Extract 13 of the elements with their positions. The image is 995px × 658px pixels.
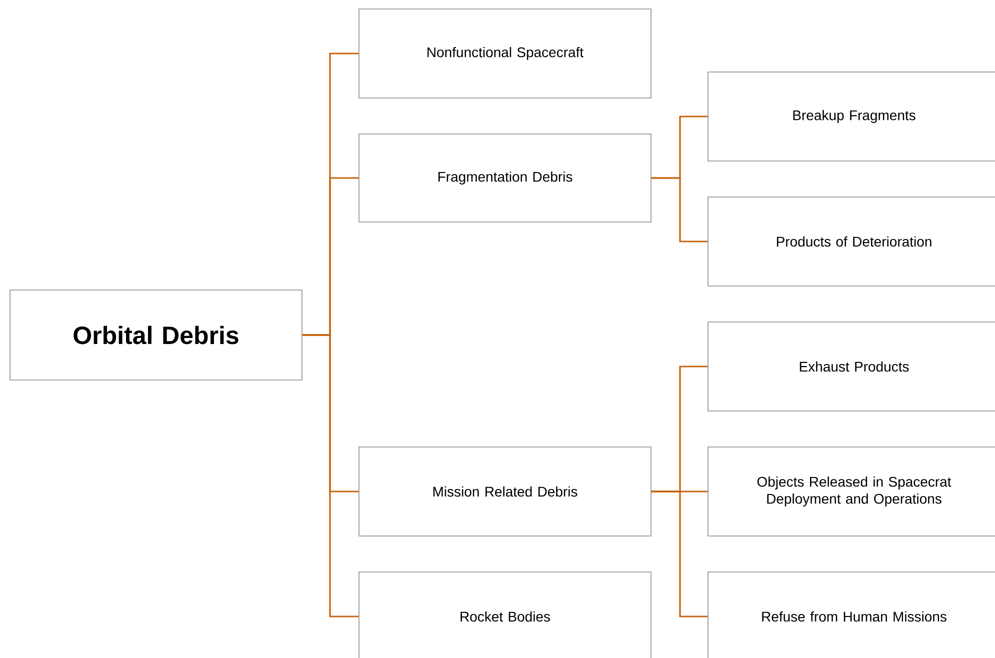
category-box: Products of Deterioration bbox=[708, 196, 995, 286]
category-box: Refuse from Human Missions bbox=[708, 572, 995, 658]
connector bbox=[651, 177, 708, 242]
category-box: Nonfunctional Spacecraft bbox=[358, 8, 652, 98]
connector bbox=[651, 490, 708, 618]
category-box: Breakup Fragments bbox=[708, 72, 995, 162]
category-box: Rocket Bodies bbox=[358, 572, 652, 658]
category-box: Exhaust Products bbox=[708, 322, 995, 412]
category-box: Objects Released in Spacecrat Deployment and Operations bbox=[708, 446, 995, 536]
category-box: Fragmentation Debris bbox=[358, 134, 652, 222]
title-box: Orbital Debris bbox=[10, 290, 302, 380]
category-box: Mission Related Debris bbox=[358, 446, 652, 536]
connector bbox=[302, 334, 359, 618]
